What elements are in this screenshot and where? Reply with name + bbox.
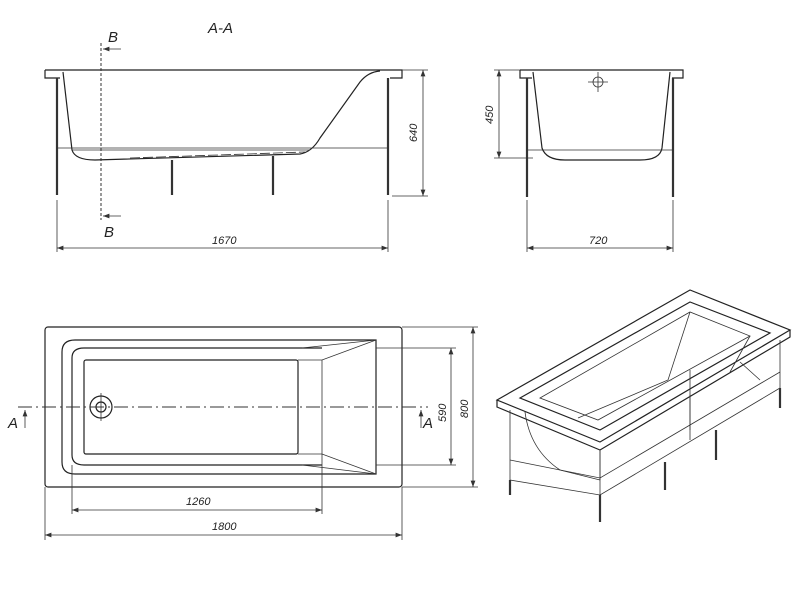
tub-profile bbox=[532, 71, 671, 161]
isometric-view bbox=[495, 289, 792, 522]
legs bbox=[55, 78, 390, 195]
dimension-800: 800 bbox=[459, 399, 471, 418]
section-title: A-A bbox=[207, 20, 233, 37]
section-b-label-top: B bbox=[108, 29, 118, 46]
dimension-590: 590 bbox=[437, 403, 449, 422]
tub-profile bbox=[62, 70, 381, 161]
dimension-1670: 1670 bbox=[212, 235, 237, 247]
section-b-label-bottom: B bbox=[104, 224, 114, 241]
dimension-1260: 1260 bbox=[186, 496, 211, 508]
frame bbox=[508, 340, 782, 522]
rim-outer bbox=[495, 289, 792, 443]
dimension-1800: 1800 bbox=[212, 521, 237, 533]
section-a-label-left: A bbox=[7, 415, 18, 432]
rim bbox=[44, 69, 403, 79]
section-a-a-view: A-A B B 1670 640 bbox=[44, 20, 428, 252]
section-a-label-right: A bbox=[422, 415, 433, 432]
section-b-b-view: 450 720 bbox=[484, 69, 684, 252]
dimension-720: 720 bbox=[589, 235, 608, 247]
dimension-450: 450 bbox=[484, 105, 496, 124]
plan-view: A A 1260 1800 590 800 bbox=[7, 326, 478, 540]
dimension-640: 640 bbox=[408, 123, 420, 142]
rim bbox=[519, 69, 684, 79]
